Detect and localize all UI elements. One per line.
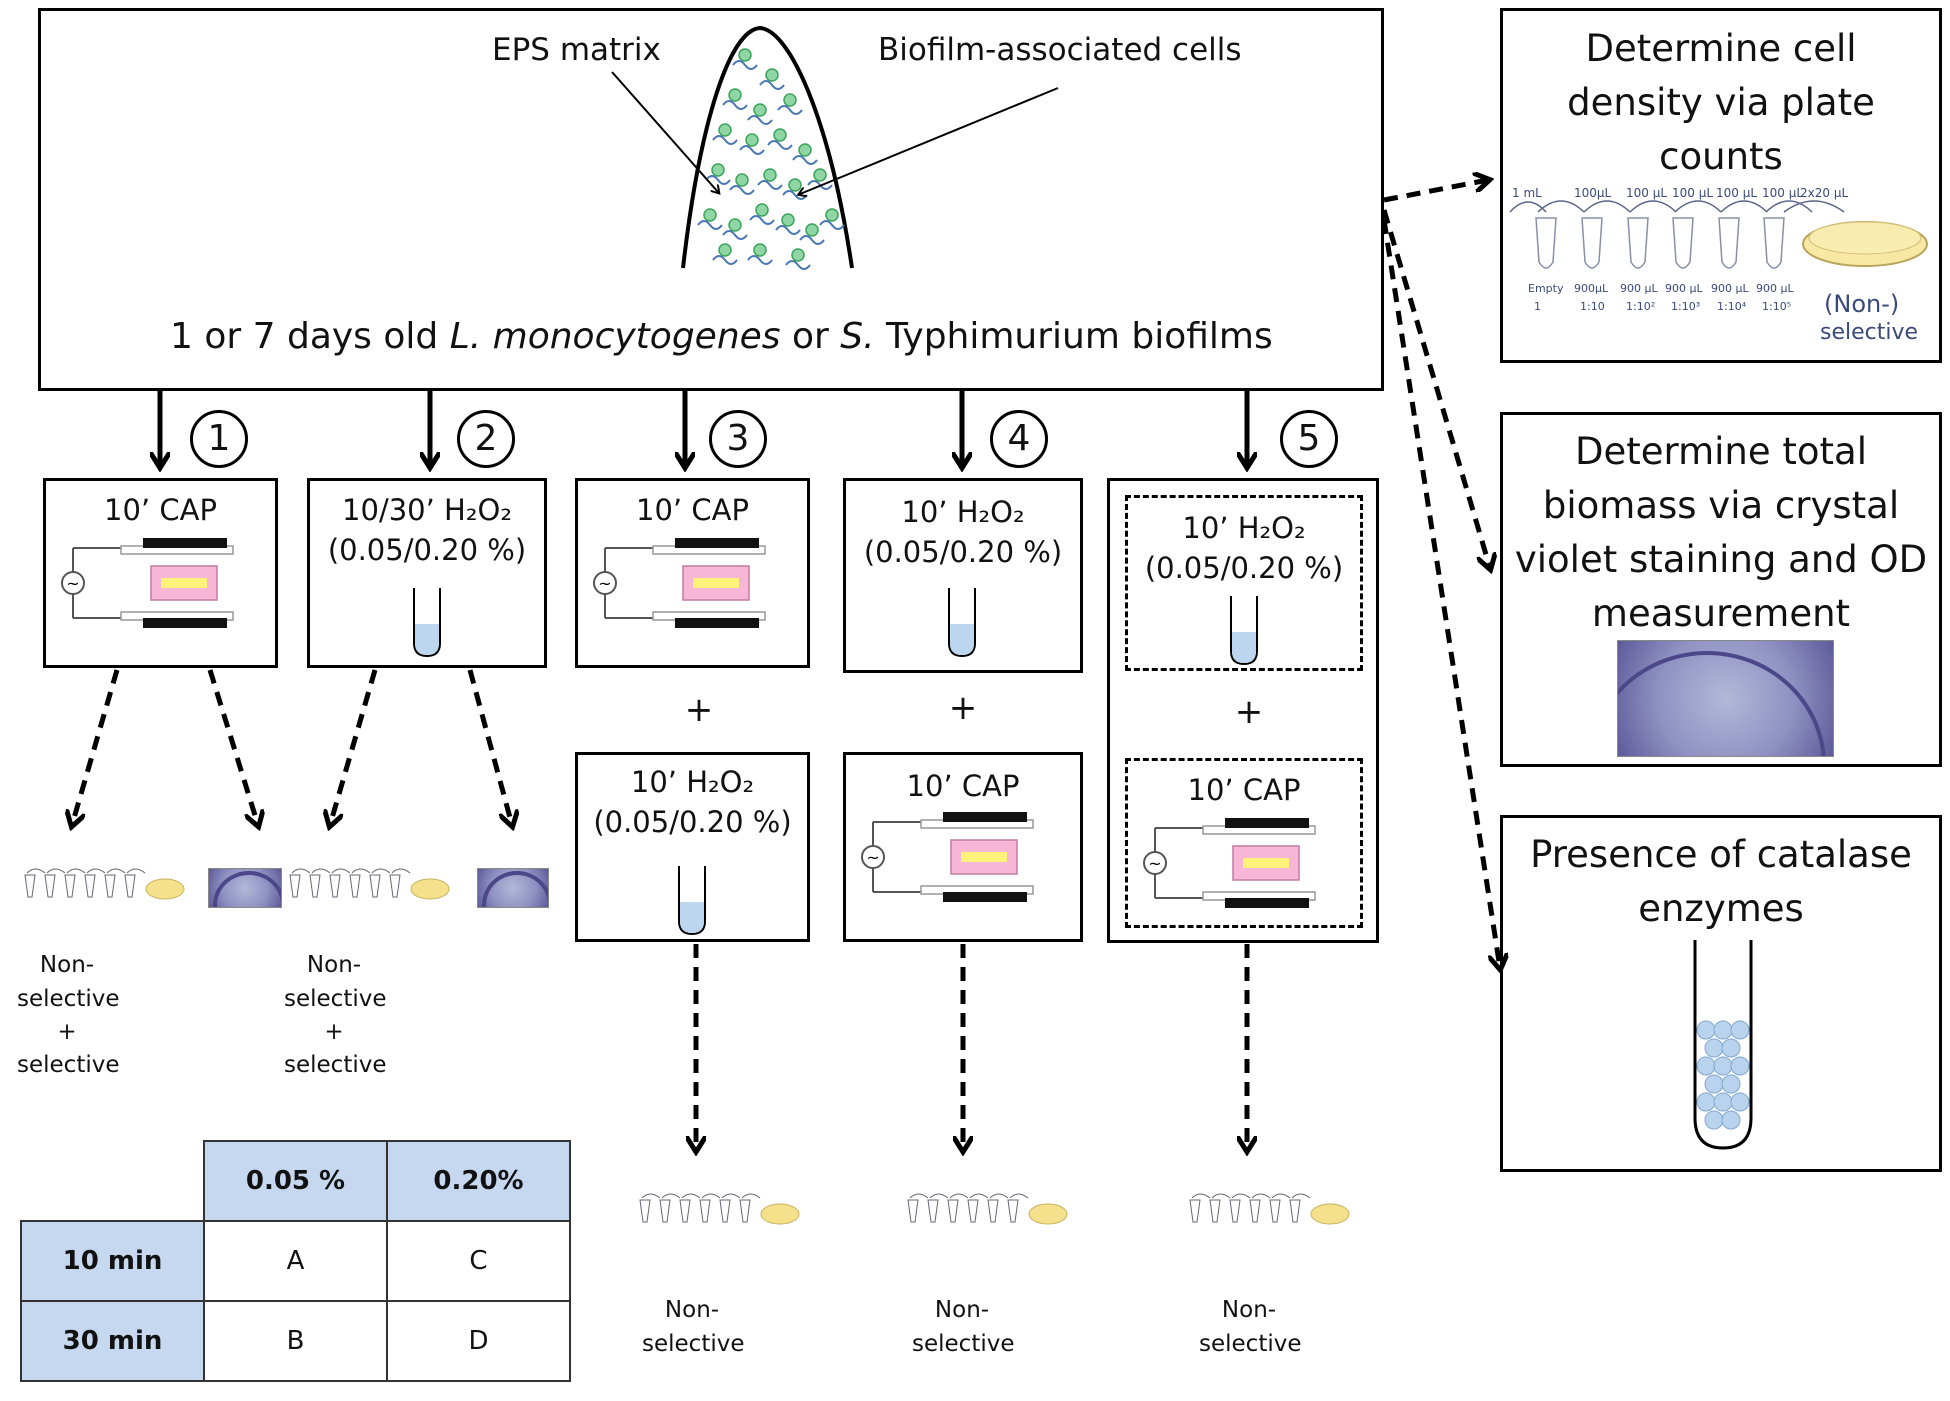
- step-3-plus: +: [684, 690, 714, 730]
- cell-density-panel: [1500, 8, 1942, 363]
- plate-label-line-1: (Non-): [1824, 290, 1900, 318]
- dilution-diluent-label: Empty: [1528, 282, 1564, 295]
- step-2-h2o2-box: [307, 478, 547, 668]
- step-4-conc-label: (0.05/0.20 %): [863, 535, 1063, 569]
- mini-dilution-series-icon: [24, 868, 185, 900]
- table-cell: A: [203, 1220, 388, 1302]
- dilution-diluent-label: 900 µL: [1620, 282, 1658, 295]
- outcome-2-line-1: Non-: [306, 952, 362, 978]
- table-cell: C: [386, 1220, 571, 1302]
- biomass-line-2: biomass via crystal: [1542, 484, 1900, 527]
- biofilm-caption: 1 or 7 days old L. monocytogenes or S. T…: [170, 316, 1273, 357]
- dilution-diluent-label: 900 µL: [1711, 282, 1749, 295]
- mini-dilution-series-icon: [907, 1193, 1068, 1225]
- dilution-ratio-label: 1:10⁵: [1762, 300, 1792, 313]
- outcome-3-line-1: Non-: [664, 1297, 720, 1323]
- dilution-volume-label: 100 µL: [1672, 186, 1714, 200]
- step-1-cap-label: 10’ CAP: [104, 493, 217, 527]
- dilution-ratio-label: 1:10⁴: [1717, 300, 1747, 313]
- outcome-3-line-2: selective: [642, 1331, 745, 1357]
- dilution-ratio-label: 1: [1534, 300, 1541, 313]
- cell-density-line-1: Determine cell: [1585, 27, 1857, 70]
- biofilm-cells-label: Biofilm-associated cells: [878, 32, 1242, 68]
- dilution-ratio-label: 1:10³: [1671, 300, 1701, 313]
- dilution-diluent-label: 900 µL: [1756, 282, 1794, 295]
- crystal-violet-thumb-2: [477, 868, 549, 908]
- outcome-4-line-1: Non-: [934, 1297, 990, 1323]
- outcome-4-line-2: selective: [912, 1331, 1015, 1357]
- outcome-1-line-2: selective: [17, 986, 120, 1012]
- catalase-line-1: Presence of catalase: [1530, 833, 1912, 876]
- crystal-violet-thumb-ring: [213, 871, 281, 907]
- dilution-volume-label: 1 mL: [1512, 186, 1542, 200]
- dilution-volume-label: 2x20 µL: [1800, 186, 1849, 200]
- step-3-circle: 3: [709, 410, 767, 468]
- biomass-line-3: violet staining and OD: [1514, 538, 1928, 581]
- table-col-header: 0.20%: [386, 1140, 571, 1222]
- table-row-header: 30 min: [20, 1300, 205, 1382]
- dilution-volume-label: 100µL: [1574, 186, 1612, 200]
- outcome-2-line-2: selective: [284, 986, 387, 1012]
- dilution-ratio-label: 1:10²: [1626, 300, 1656, 313]
- table-header-row: 0.05 % 0.20%: [21, 1140, 571, 1222]
- catalase-line-2: enzymes: [1638, 887, 1804, 930]
- table-cell: D: [386, 1300, 571, 1382]
- table-row: 10 min A C: [20, 1220, 571, 1302]
- crystal-violet-thumb-1: [208, 868, 282, 908]
- eps-matrix-label: EPS matrix: [492, 32, 661, 68]
- step-5-cap-dashed-box: [1125, 758, 1363, 928]
- mini-dilution-series-icon: [289, 868, 450, 900]
- step-2-conc-label: (0.05/0.20 %): [327, 533, 527, 567]
- step-2-circle: 2: [457, 410, 515, 468]
- outcome-1-line-3: +: [57, 1019, 77, 1045]
- dilution-ratio-label: 1:10: [1580, 300, 1605, 313]
- dashed-side-arrows: [1381, 180, 1500, 968]
- step-4-cap-label: 10’ CAP: [906, 769, 1020, 803]
- step-3-cap-label: 10’ CAP: [636, 493, 749, 527]
- dilution-diluent-label: 900 µL: [1665, 282, 1703, 295]
- step-5-circle: 5: [1280, 410, 1338, 468]
- crystal-violet-well-ring: [1618, 651, 1826, 756]
- table-col-header: 0.05 %: [203, 1140, 388, 1222]
- outcome-2-line-4: selective: [284, 1052, 387, 1078]
- mini-dilution-series-icon: [1189, 1193, 1350, 1225]
- biomass-line-1: Determine total: [1575, 430, 1867, 473]
- outcome-2-line-3: +: [324, 1019, 344, 1045]
- dilution-volume-label: 100 µL: [1762, 186, 1804, 200]
- mini-dilution-series-icon: [639, 1193, 800, 1225]
- step-5-cap-label: 10’ CAP: [1187, 773, 1301, 807]
- step-4-h2o2-label: 10’ H₂O₂: [901, 495, 1025, 529]
- dilution-volume-label: 100 µL: [1716, 186, 1758, 200]
- step-4-plus: +: [948, 688, 978, 728]
- dilution-diluent-label: 900µL: [1574, 282, 1609, 295]
- outcome-1-line-1: Non-: [39, 952, 95, 978]
- step-5-conc-label: (0.05/0.20 %): [1144, 551, 1344, 585]
- step-3-h2o2-label: 10’ H₂O₂: [630, 765, 755, 799]
- crystal-violet-photo: [1617, 640, 1834, 757]
- solid-step-arrows: [160, 391, 1247, 466]
- table-cell: B: [203, 1300, 388, 1382]
- cell-density-line-3: counts: [1659, 135, 1783, 178]
- dilution-volume-label: 100 µL: [1626, 186, 1668, 200]
- outcome-5-line-2: selective: [1199, 1331, 1302, 1357]
- plate-label-line-2: selective: [1820, 320, 1919, 345]
- step-4-circle: 4: [990, 410, 1048, 468]
- step-1-circle: 1: [190, 410, 248, 468]
- condition-table: 0.05 % 0.20% 10 min A C 30 min B D: [20, 1140, 571, 1382]
- crystal-violet-thumb-ring: [482, 871, 548, 907]
- table-row: 30 min B D: [20, 1300, 571, 1382]
- table-corner-cell: [21, 1141, 204, 1221]
- biomass-line-4: measurement: [1591, 592, 1851, 635]
- step-2-h2o2-label: 10/30’ H₂O₂: [342, 493, 512, 527]
- step-5-h2o2-dashed-box: [1125, 495, 1363, 671]
- cell-density-line-2: density via plate: [1567, 81, 1875, 124]
- outcome-5-line-1: Non-: [1221, 1297, 1277, 1323]
- step-3-conc-label: (0.05/0.20 %): [593, 805, 792, 839]
- table-row-header: 10 min: [20, 1220, 205, 1302]
- outcome-1-line-4: selective: [17, 1052, 120, 1078]
- step-5-plus: +: [1234, 692, 1264, 732]
- step-5-h2o2-label: 10’ H₂O₂: [1182, 511, 1306, 545]
